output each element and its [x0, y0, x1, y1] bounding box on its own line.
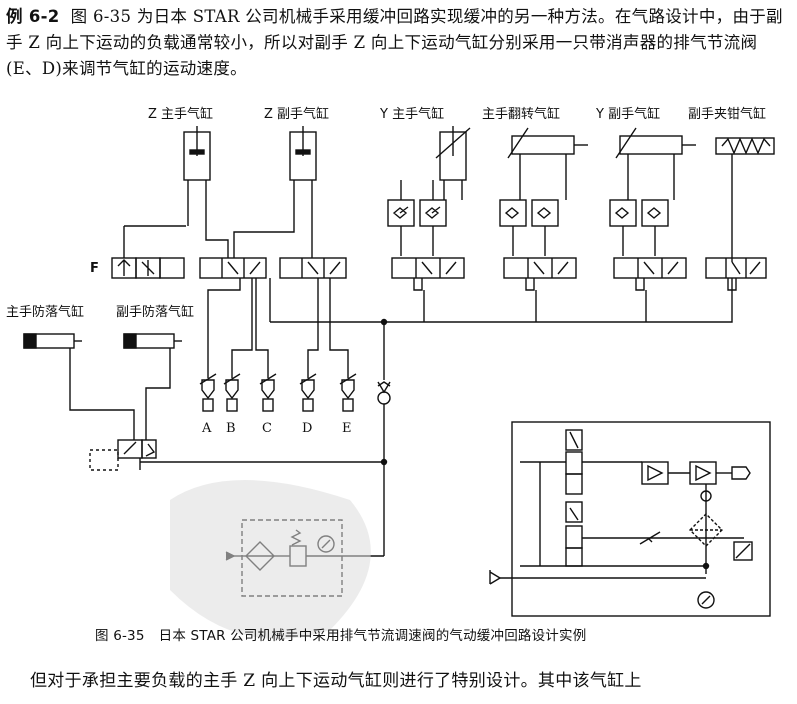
exhaust-throttle-valves	[199, 373, 357, 412]
caption-number: 图 6-35	[95, 628, 145, 644]
label-z-main-cylinder: Z 主手气缸	[148, 106, 213, 122]
z-main-cylinder	[183, 126, 211, 200]
sub-clamp-cylinder	[715, 137, 775, 262]
label-z-sub-cylinder: Z 副手气缸	[264, 106, 329, 122]
label-y-main-cylinder: Y 主手气缸	[379, 106, 444, 122]
following-paragraph: 但对于承担主要负载的主手 Z 向上下运动气缸则进行了特别设计。其中该气缸上	[30, 671, 642, 691]
flow-control-valves	[387, 180, 669, 256]
supply-line	[269, 278, 733, 556]
z-piping	[187, 200, 349, 378]
fall-prevention-cylinders	[23, 333, 384, 471]
directional-valves	[199, 257, 767, 291]
watermark-seal	[170, 480, 371, 639]
label-main-flip-cylinder: 主手翻转气缸	[482, 106, 560, 122]
valve-f	[111, 225, 186, 279]
label-y-sub-cylinder: Y 副手气缸	[595, 106, 660, 122]
label-main-fall-cylinder: 主手防落气缸	[6, 304, 84, 320]
intro-text: 图 6-35 为日本 STAR 公司机械手采用缓冲回路实现缓冲的另一种方法。在气…	[6, 7, 783, 78]
port-c: C	[262, 421, 272, 436]
figure-caption: 图 6-35 日本 STAR 公司机械手中采用排气节流调速阀的气动缓冲回路设计实例	[95, 624, 586, 644]
port-d: D	[302, 421, 312, 436]
cushion-circuit	[489, 421, 771, 617]
y-sub-cylinder	[615, 127, 696, 200]
label-sub-fall-cylinder: 副手防落气缸	[116, 304, 194, 320]
caption-text: 日本 STAR 公司机械手中采用排气节流调速阀的气动缓冲回路设计实例	[158, 628, 587, 644]
main-flip-cylinder	[507, 127, 588, 200]
port-b: B	[226, 421, 236, 436]
port-a: A	[201, 421, 212, 436]
port-e: E	[342, 421, 352, 436]
example-label: 例 6-2	[6, 7, 60, 26]
y-main-cylinder	[435, 126, 471, 200]
intro-paragraph: 例 6-2 图 6-35 为日本 STAR 公司机械手采用缓冲回路实现缓冲的另一…	[6, 4, 791, 82]
z-sub-cylinder	[289, 126, 317, 200]
valve-f-label: F	[90, 261, 99, 276]
label-sub-clamp-cylinder: 副手夹钳气缸	[688, 106, 766, 122]
